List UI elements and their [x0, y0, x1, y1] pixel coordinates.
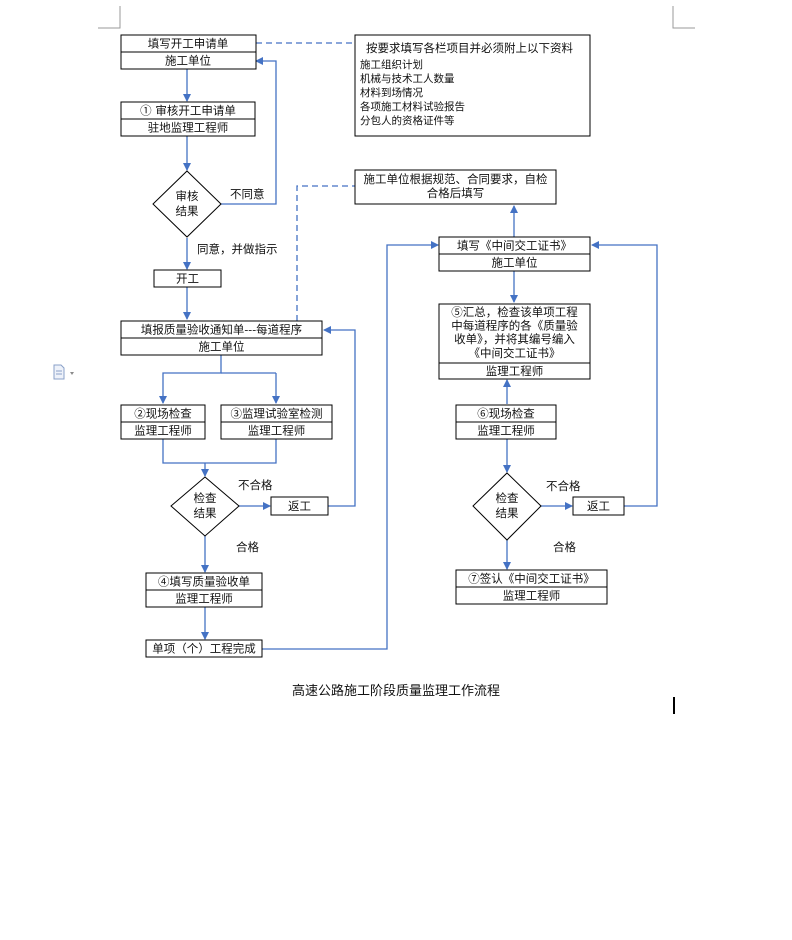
- label-agree: 同意，并做指示: [197, 242, 278, 256]
- text-review-form: ① 审核开工申请单: [140, 104, 236, 118]
- decision-review: [152, 170, 222, 238]
- note-item: 分包人的资格证件等: [360, 114, 455, 127]
- label-pass-right: 合格: [553, 540, 576, 554]
- edge-merge: [162, 439, 277, 464]
- text-self-check-1: 施工单位根据规范、合同要求，自检: [364, 172, 548, 186]
- text-summary-1: ⑤汇总，检查该单项工程: [451, 305, 578, 319]
- label-fail-right: 不合格: [546, 479, 581, 493]
- text-summary-3: 收单》，并将其编号编入: [454, 332, 575, 346]
- text-review-d1: 审核: [176, 189, 199, 203]
- note-item: 机械与技术工人数量: [360, 72, 455, 85]
- text-summary-unit: 监理工程师: [486, 364, 544, 378]
- note-item: 各项施工材料试验报告: [360, 100, 465, 113]
- text-sign-cert: ⑦签认《中间交工证书》: [468, 572, 595, 586]
- text-fill-cert: 填写《中间交工证书》: [457, 239, 572, 253]
- edge-split: [159, 355, 222, 404]
- text-rework-left: 返工: [288, 499, 311, 513]
- box-note: [354, 34, 591, 137]
- text-fill-cert-unit: 施工单位: [492, 256, 538, 270]
- dashed-callouts: [256, 42, 355, 321]
- box-fill-accept: [145, 572, 263, 608]
- text-review-unit: 驻地监理工程师: [148, 121, 229, 135]
- text-apply-unit: 施工单位: [165, 54, 211, 68]
- box-site-check-right: [455, 404, 557, 440]
- page-corner-marks: [98, 6, 695, 29]
- callout-notice-selfcheck: [296, 185, 355, 321]
- text-self-check-2: 合格后填写: [427, 186, 485, 200]
- decision-check-left: [170, 476, 240, 537]
- text-lab-check-unit: 监理工程师: [248, 424, 306, 438]
- text-start-work: 开工: [176, 272, 199, 286]
- label-fail-left: 不合格: [238, 478, 273, 492]
- box-start: [153, 269, 222, 288]
- text-item-done: 单项（个）工程完成: [152, 642, 256, 656]
- text-site-check: ②现场检查: [134, 407, 192, 421]
- document-icon[interactable]: [52, 364, 78, 380]
- text-check-right-d1: 检查: [496, 491, 519, 505]
- edge-rework-left: [323, 326, 356, 507]
- note-item: 施工组织计划: [360, 58, 423, 71]
- note-title: 按要求填写各栏项目并必须附上以下资料: [366, 41, 573, 55]
- edge-disagree: [221, 57, 277, 205]
- box-rework-right: [572, 496, 625, 516]
- text-apply-form: 填写开工申请单: [148, 37, 229, 51]
- box-sign-cert: [455, 569, 608, 605]
- box-notice: [120, 320, 323, 356]
- text-summary-2: 中每道程序的各《质量验: [451, 319, 578, 333]
- text-review-d2: 结果: [176, 204, 199, 218]
- connectors: [159, 57, 658, 650]
- box-rework-left: [270, 496, 329, 516]
- edge-done-cert: [262, 241, 439, 650]
- box-site-check: [120, 404, 206, 440]
- box-self-check: [354, 169, 557, 205]
- text-notice-unit: 施工单位: [199, 340, 245, 354]
- box-summary: [438, 303, 591, 380]
- note-item: 材料到场情况: [360, 86, 423, 99]
- box-item-done: [145, 639, 263, 658]
- box-review: [120, 101, 256, 137]
- text-check-right-d2: 结果: [496, 506, 519, 520]
- label-disagree: 不同意: [230, 187, 265, 201]
- text-lab-check: ③监理试验室检测: [231, 407, 323, 421]
- text-fill-accept-unit: 监理工程师: [175, 592, 233, 606]
- text-site-check-right-unit: 监理工程师: [477, 424, 535, 438]
- label-pass-left: 合格: [236, 540, 259, 554]
- text-notice-form: 填报质量验收通知单---每道程序: [141, 323, 302, 337]
- text-check-left-d1: 检查: [194, 491, 217, 505]
- figure-caption: 高速公路施工阶段质量监理工作流程: [291, 684, 500, 699]
- text-site-check-right: ⑥现场检查: [477, 407, 535, 421]
- text-summary-4: 《中间交工证书》: [469, 346, 561, 360]
- box-apply: [120, 34, 257, 70]
- decision-check-right: [472, 472, 542, 541]
- text-fill-accept: ④填写质量验收单: [158, 575, 250, 589]
- text-rework-right: 返工: [587, 499, 610, 513]
- text-sign-cert-unit: 监理工程师: [503, 589, 561, 603]
- box-lab-check: [220, 404, 333, 440]
- box-fill-cert: [438, 236, 591, 272]
- edge-rework-right: [591, 241, 658, 507]
- text-check-left-d2: 结果: [194, 506, 217, 520]
- text-cursor: [673, 697, 675, 714]
- text-site-check-unit: 监理工程师: [134, 424, 192, 438]
